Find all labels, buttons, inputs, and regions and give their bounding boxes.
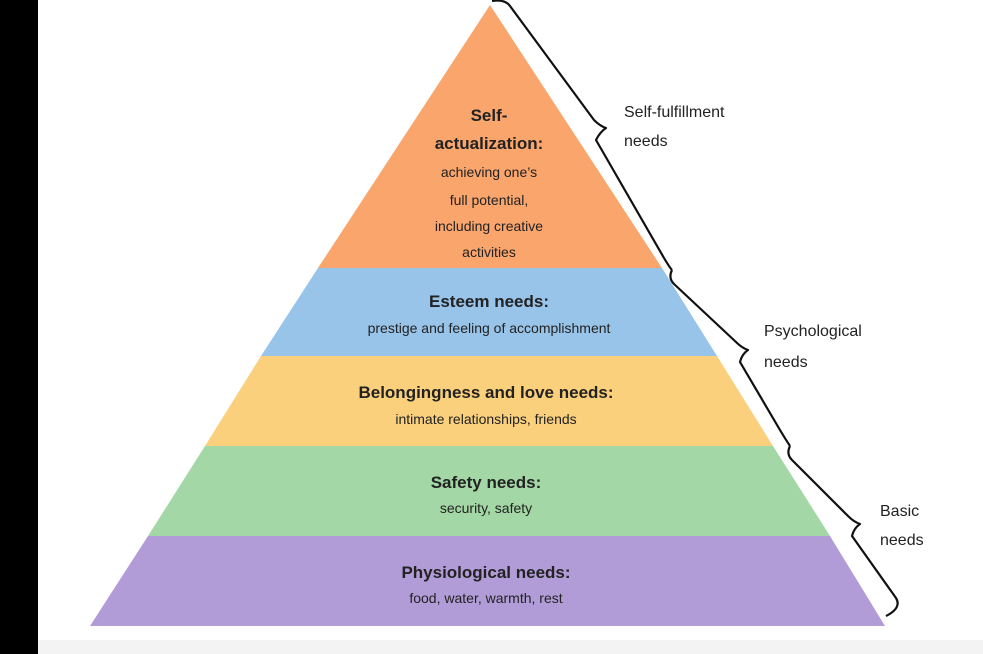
- self-actualization-desc-4: activities: [462, 244, 516, 260]
- physiological-title: Physiological needs:: [401, 563, 570, 582]
- layer-esteem: [261, 268, 717, 356]
- group-label-basic-2: needs: [880, 532, 924, 549]
- self-actualization-desc-1: achieving one’s: [441, 164, 537, 180]
- physiological-desc: food, water, warmth, rest: [409, 590, 562, 606]
- self-actualization-title-1: Self-: [471, 106, 508, 125]
- self-actualization-desc-2: full potential,: [450, 192, 529, 208]
- safety-desc: security, safety: [440, 500, 532, 516]
- brace-self-fulfillment: [491, 0, 673, 271]
- group-label-self-fulfillment-2: needs: [624, 133, 668, 150]
- group-label-self-fulfillment-1: Self-fulfillment: [624, 104, 725, 121]
- brace-basic: [787, 445, 899, 617]
- belongingness-desc: intimate relationships, friends: [395, 411, 576, 427]
- belongingness-title: Belongingness and love needs:: [358, 383, 613, 402]
- layer-self-actualization: [318, 5, 662, 268]
- esteem-desc: prestige and feeling of accomplishment: [368, 320, 611, 336]
- brace-psychological: [669, 269, 791, 447]
- layer-safety: [148, 446, 830, 536]
- layer-belongingness: [205, 356, 773, 446]
- layer-physiological: [90, 536, 885, 626]
- bottom-strip: [38, 640, 983, 654]
- group-label-psychological-2: needs: [764, 354, 808, 371]
- self-actualization-desc-3: including creative: [435, 218, 543, 234]
- self-actualization-title-2: actualization:: [435, 134, 544, 153]
- group-label-basic-1: Basic: [880, 503, 919, 520]
- esteem-title: Esteem needs:: [429, 292, 549, 311]
- group-label-psychological-1: Psychological: [764, 323, 862, 340]
- safety-title: Safety needs:: [431, 473, 542, 492]
